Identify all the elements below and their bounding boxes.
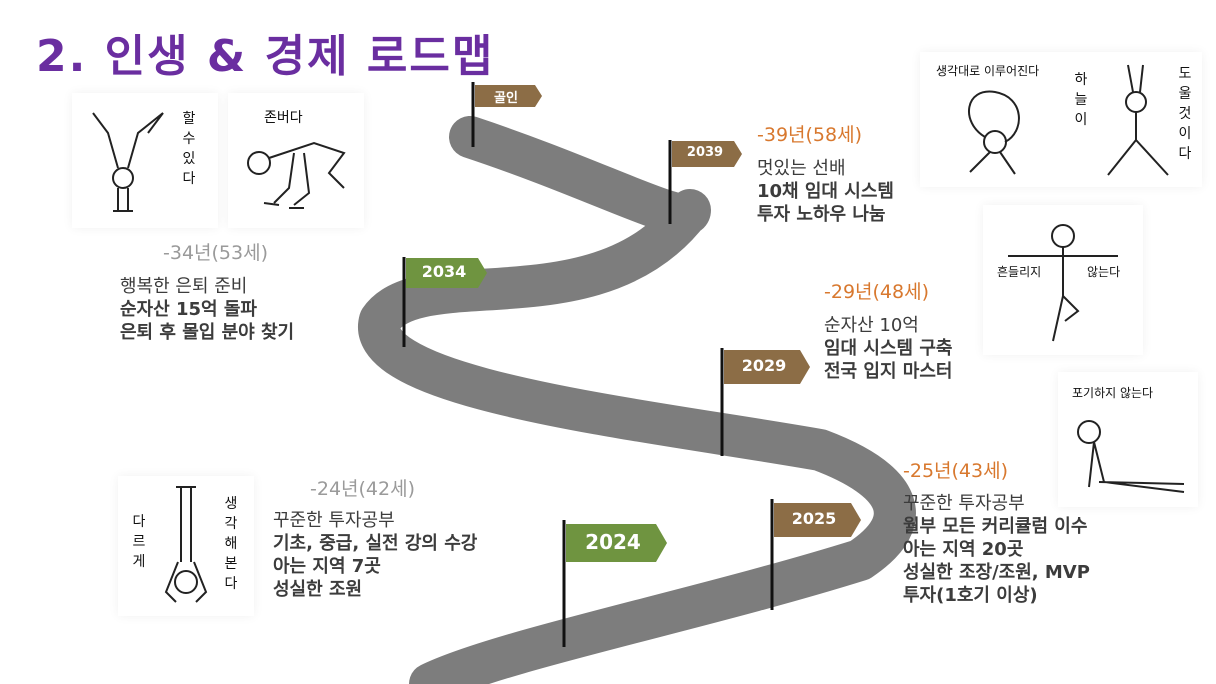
heaven-text: 하늘이 — [1074, 72, 1088, 128]
can-do-text: 할수있다 — [182, 111, 196, 187]
no-giveup-text: 포기하지 않는다 — [1072, 386, 1154, 400]
illustration-dreams: 생각대로 이루어진다 하늘이 도울것이다 — [920, 52, 1202, 187]
illustration-can-do: 할수있다 — [72, 93, 218, 228]
flag-2024-label: 2024 — [585, 530, 641, 554]
cobra-pose-figure-icon — [1077, 420, 1185, 493]
handstand-figure-icon — [92, 112, 164, 212]
unshaken-text-a: 흔들리지 — [997, 265, 1042, 279]
milestone-2029-line: 순자산 10억 — [824, 315, 919, 336]
milestone-2039-year: -39년(58세) — [757, 124, 862, 146]
milestone-2039-line: 10채 임대 시스템 — [757, 181, 894, 202]
flag-2029-label: 2029 — [741, 356, 787, 375]
milestone-2039-desc: 멋있는 선배 10채 임대 시스템 투자 노하우 나눔 — [757, 157, 894, 226]
milestone-2024-year: -24년(42세) — [310, 478, 415, 500]
flag-2024-banner — [566, 524, 667, 562]
zonbeoda-text: 존버다 — [264, 110, 303, 126]
milestone-2034-desc: 행복한 은퇴 준비 순자산 15억 돌파 은퇴 후 몰입 분야 찾기 — [120, 275, 294, 344]
milestone-2034-line: 은퇴 후 몰입 분야 찾기 — [120, 322, 295, 343]
milestone-2025-year: -25년(43세) — [903, 460, 1008, 482]
milestone-2029-line: 전국 입지 마스터 — [824, 361, 953, 382]
milestone-2024-line: 아는 지역 7곳 — [273, 556, 381, 577]
milestone-2039-line: 투자 노하우 나눔 — [757, 204, 886, 225]
milestone-2024-line: 성실한 조원 — [273, 579, 363, 600]
milestone-2024-desc: 꾸준한 투자공부 기초, 중급, 실전 강의 수강 아는 지역 7곳 성실한 조… — [273, 509, 477, 601]
tree-pose-figure-icon — [1008, 224, 1118, 342]
milestone-2024-line: 기초, 중급, 실전 강의 수강 — [273, 533, 478, 554]
flag-2029-banner — [724, 350, 810, 384]
milestone-2025-line: 성실한 조장/조원, MVP — [903, 562, 1090, 583]
milestone-2029-desc: 순자산 10억 임대 시스템 구축 전국 입지 마스터 — [824, 314, 952, 383]
milestone-2025-line: 투자(1호기 이상) — [903, 585, 1038, 606]
milestone-2034-line: 순자산 15억 돌파 — [120, 299, 257, 320]
flag-2034-label: 2034 — [421, 262, 467, 281]
milestone-2034-year: -34년(53세) — [163, 242, 268, 264]
flag-2034-banner — [406, 258, 487, 288]
milestone-2029-year: -29년(48세) — [824, 281, 929, 303]
goal-flag-banner — [475, 85, 542, 107]
flag-goal-label: 골인 — [494, 91, 518, 106]
illustration-no-giveup: 포기하지 않는다 — [1058, 372, 1198, 507]
warrior-pose-figure-icon — [1107, 64, 1169, 176]
illustration-differently: 다르게 생각해본다 — [118, 476, 254, 616]
milestone-2025-line: 꾸준한 투자공부 — [903, 493, 1025, 514]
page-title: 2. 인생 & 경제 로드맵 — [36, 31, 495, 82]
milestone-2025-desc: 꾸준한 투자공부 월부 모든 커리큘럼 이수 아는 지역 20곳 성실한 조장/… — [903, 492, 1090, 607]
help-text: 도울것이다 — [1178, 66, 1192, 162]
headstand-figure-icon — [164, 486, 208, 603]
illustration-zonbeoda: 존버다 — [228, 93, 364, 228]
illustration-unshaken: 흔들리지 않는다 — [983, 205, 1143, 355]
milestone-2034-line: 행복한 은퇴 준비 — [120, 276, 248, 297]
flag-2039-banner — [672, 141, 742, 167]
unshaken-text-b: 않는다 — [1087, 265, 1121, 279]
milestone-2039-line: 멋있는 선배 — [757, 158, 846, 179]
think-text: 생각해본다 — [224, 496, 238, 592]
backbend-figure-icon — [968, 90, 1020, 175]
road — [358, 116, 916, 684]
flag-2025-banner — [774, 503, 861, 537]
crow-pose-figure-icon — [247, 141, 346, 209]
milestone-2025-line: 월부 모든 커리큘럼 이수 — [903, 516, 1088, 537]
milestone-2025-line: 아는 지역 20곳 — [903, 539, 1024, 560]
milestone-2029-line: 임대 시스템 구축 — [824, 338, 953, 359]
flag-2039-label: 2039 — [686, 145, 724, 160]
dreams-text: 생각대로 이루어진다 — [936, 64, 1040, 78]
differently-text: 다르게 — [132, 514, 146, 570]
flag-2025-label: 2025 — [791, 509, 837, 528]
milestone-2024-line: 꾸준한 투자공부 — [273, 510, 395, 531]
